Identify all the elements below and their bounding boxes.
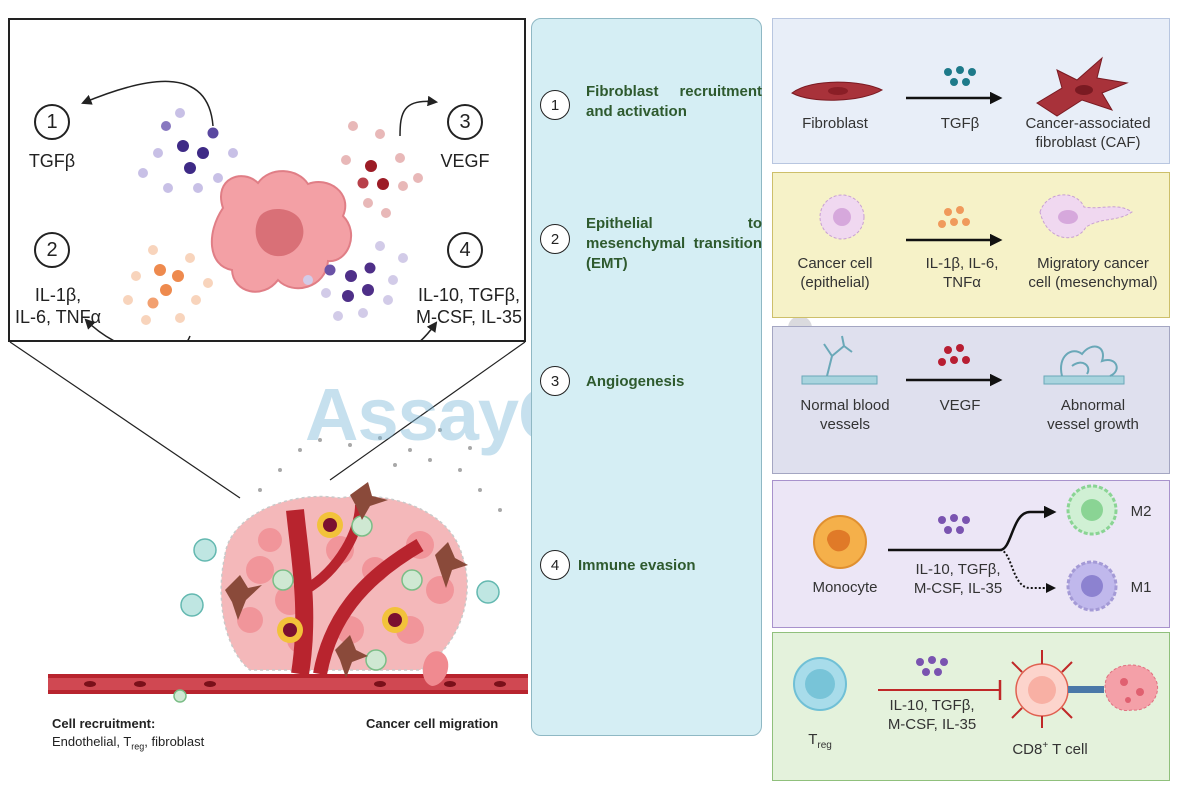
panel-1-tgfb-label: TGFβ (940, 115, 980, 132)
panel-1-caf-label: Cancer-associated fibroblast (CAF) (1025, 115, 1151, 151)
caption-cell-recruitment-title: Cell recruitment: (52, 716, 156, 731)
panel-4-m2-label: M2 (1130, 503, 1152, 520)
zoom-number-1: 1 (34, 104, 70, 140)
caption-cancer-cell-migration: Cancer cell migration (366, 716, 499, 731)
zoom-illustration (81, 80, 439, 342)
panel-2-cancer-cell-label: Cancer cell (epithelial) (797, 255, 873, 291)
zoom-number-3: 3 (447, 104, 483, 140)
panel-2-migratory-cell-label: Migratory cancer cell (mesenchymal) (1028, 255, 1158, 291)
panel-4-monocyte-label: Monocyte (812, 579, 878, 596)
zoom-label-2: IL-1β, IL-6, TNFα (14, 285, 102, 327)
step-1-number: 1 (540, 90, 570, 120)
panel-1-graphics (791, 56, 1129, 117)
zoom-label-3: VEGF (440, 151, 490, 171)
panel-4-graphics (813, 484, 1118, 612)
panel-5-cd8-label: CD8+ T cell (1012, 740, 1088, 758)
panel-5-graphics (793, 650, 1159, 728)
panel-3-vegf-label: VEGF (939, 397, 981, 414)
step-3-label: Angiogenesis (586, 373, 685, 390)
step-1-label: Fibroblast recruitment and activation (586, 83, 762, 120)
step-2-number: 2 (540, 224, 570, 254)
zoom-label-4: IL-10, TGFβ, M-CSF, IL-35 (415, 285, 523, 327)
panel-5-cytokines-label: IL-10, TGFβ, M-CSF, IL-35 (887, 697, 977, 733)
zoom-number-2: 2 (34, 232, 70, 268)
panel-3-abnormal-growth-label: Abnormal vessel growth (1047, 397, 1139, 433)
step-4-number: 4 (540, 550, 570, 580)
tumor-microenvironment-illustration (9, 341, 528, 703)
zoom-label-1: TGFβ (28, 151, 76, 171)
caption-cell-recruitment-text: Endothelial, Treg, fibroblast (52, 734, 205, 752)
step-3-number: 3 (540, 366, 570, 396)
zoom-number-4: 4 (447, 232, 483, 268)
panel-4-m1-label: M1 (1130, 579, 1152, 596)
panel-3-normal-vessels-label: Normal blood vessels (800, 397, 890, 433)
panel-4-cytokines-label: IL-10, TGFβ, M-CSF, IL-35 (913, 561, 1003, 597)
panel-5-treg-label: Treg (808, 731, 832, 751)
panel-1-fibroblast-label: Fibroblast (802, 115, 868, 132)
panel-2-cytokines-label: IL-1β, IL-6, TNFα (925, 255, 999, 291)
step-4-label: Immune evasion (578, 557, 696, 574)
panel-2-graphics (819, 194, 1133, 247)
panel-3-graphics (801, 335, 1125, 387)
step-2-label: Epithelial to mesenchymal transition (EM… (586, 215, 762, 272)
panel-treg-suppression (772, 632, 1170, 781)
